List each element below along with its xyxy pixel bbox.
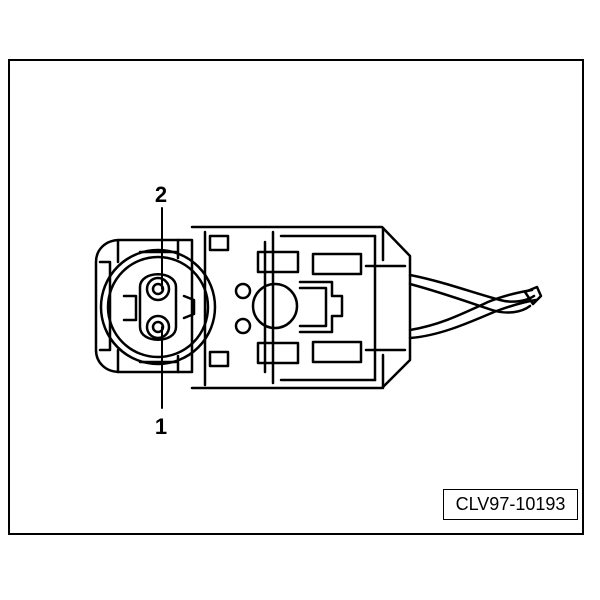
connector-housing <box>190 225 412 390</box>
figure-id-label: CLV97-10193 <box>443 489 578 520</box>
callout-label-2: 2 <box>155 182 167 207</box>
plug-face <box>94 238 217 374</box>
pin-2-socket <box>145 276 171 302</box>
callout-label-1: 1 <box>155 414 167 439</box>
pin-1-socket <box>145 314 171 340</box>
locking-tab <box>234 280 344 335</box>
latch-slots <box>208 234 363 368</box>
wire-bundle <box>408 273 543 340</box>
pin-sockets <box>138 273 178 341</box>
